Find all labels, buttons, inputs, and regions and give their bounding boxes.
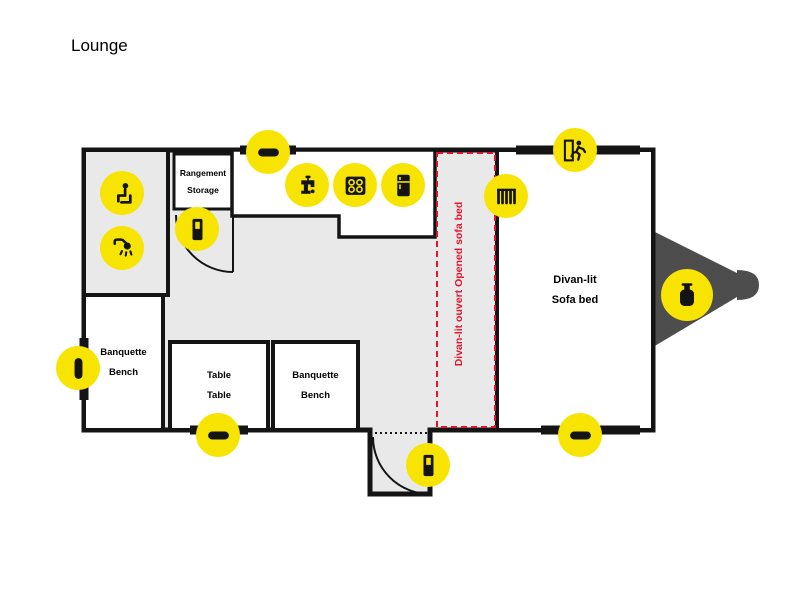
window-glyph-vertical xyxy=(74,357,82,379)
bench-left-label: Banquette Bench xyxy=(84,295,163,430)
page-title: Lounge xyxy=(71,36,128,55)
radiator-glyph xyxy=(496,188,516,204)
label-line: Banquette xyxy=(100,346,147,358)
label-line: Divan-lit xyxy=(553,274,597,286)
fridge-glyph xyxy=(396,174,410,196)
radiator-icon xyxy=(484,174,528,218)
window-icon-bottom-left xyxy=(196,413,240,457)
table-label: Table Table xyxy=(170,342,268,430)
sofa-bed-label: Divan-lit Sofa bed xyxy=(497,150,653,430)
door-glyph xyxy=(423,454,433,476)
fridge-icon xyxy=(381,163,425,207)
label-line: Banquette xyxy=(292,370,339,381)
interior-door-icon xyxy=(175,207,219,251)
bench-mid-room xyxy=(271,340,360,432)
opened-sofa-label: Divan-lit ouvert Opened sofa bed xyxy=(452,199,466,369)
faucet-glyph xyxy=(300,175,315,194)
stove-glyph xyxy=(345,176,365,195)
shower-icon xyxy=(100,226,144,270)
window-glyph xyxy=(257,148,279,156)
window-icon-bottom-right xyxy=(558,413,602,457)
bench-mid-label: Banquette Bench xyxy=(273,342,358,430)
stove-icon xyxy=(333,163,377,207)
propane-glyph xyxy=(680,283,694,306)
label-line: Bench xyxy=(108,366,139,378)
label-line: Storage xyxy=(187,184,219,195)
faucet-icon xyxy=(285,163,329,207)
label-line: Table xyxy=(206,390,232,401)
label-line: Opened sofa bed xyxy=(453,201,465,287)
label-line: Divan-lit ouvert xyxy=(453,289,465,367)
propane-tank-icon xyxy=(661,269,713,321)
storage-label: Rangement Storage xyxy=(174,154,232,209)
label-line: Sofa bed xyxy=(551,294,599,306)
door-glyph xyxy=(192,218,202,240)
entry-door-icon xyxy=(406,443,450,487)
label-line: Rangement xyxy=(179,167,227,178)
window-icon-left xyxy=(56,346,100,390)
bench-left-room xyxy=(82,293,165,432)
exit-glyph xyxy=(563,139,586,161)
window-glyph xyxy=(207,431,229,439)
emergency-exit-icon xyxy=(553,128,597,172)
shower-glyph xyxy=(112,237,132,257)
toilet-icon xyxy=(100,171,144,215)
window-icon-top xyxy=(246,130,290,174)
label-line: Bench xyxy=(300,390,331,401)
toilet-glyph xyxy=(116,182,132,204)
window-glyph xyxy=(569,431,591,439)
entry-door-swing xyxy=(372,436,431,495)
label-line: Table xyxy=(206,370,232,381)
opened-sofa-outline xyxy=(436,152,496,428)
